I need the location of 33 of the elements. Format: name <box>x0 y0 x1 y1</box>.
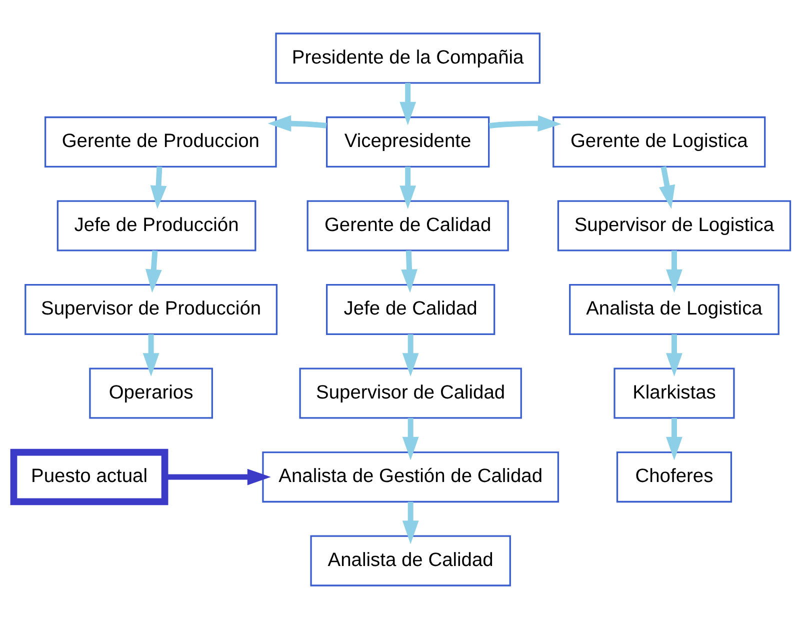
arrow <box>400 166 416 210</box>
arrow <box>401 250 418 293</box>
node-box: Supervisor de Calidad <box>299 368 522 419</box>
arrow <box>165 468 271 486</box>
node-box: Gerente de Logistica <box>552 116 766 168</box>
node-box: Vicepresidente <box>326 116 490 168</box>
arrow <box>400 83 416 126</box>
node-box: Jefe de Calidad <box>326 284 496 336</box>
node-box: Operarios <box>89 368 213 419</box>
node-box: Analista de Logistica <box>569 284 780 336</box>
arrow <box>268 115 327 132</box>
arrow <box>666 334 682 377</box>
node-box: Gerente de Calidad <box>306 200 509 252</box>
node-box: Klarkistas <box>614 368 735 419</box>
arrow <box>150 166 167 210</box>
arrow <box>402 502 419 544</box>
node-box: Analista de Gestión de Calidad <box>262 451 560 503</box>
arrow <box>489 115 562 132</box>
arrow <box>145 250 162 293</box>
arrow <box>402 418 419 460</box>
arrow <box>666 418 682 460</box>
node-box: Supervisor de Logistica <box>557 200 792 252</box>
node-box: Puesto actual <box>10 448 168 506</box>
node-box: Presidente de la Compañia <box>275 32 540 84</box>
node-box: Choferes <box>616 451 732 503</box>
node-box: Supervisor de Producción <box>24 284 278 336</box>
node-box: Jefe de Producción <box>56 200 256 252</box>
node-box: Gerente de Produccion <box>44 116 277 168</box>
arrow <box>142 334 160 377</box>
arrow <box>402 334 419 377</box>
node-box: Analista de Calidad <box>310 535 511 586</box>
arrow <box>666 250 682 293</box>
arrow <box>658 166 676 209</box>
